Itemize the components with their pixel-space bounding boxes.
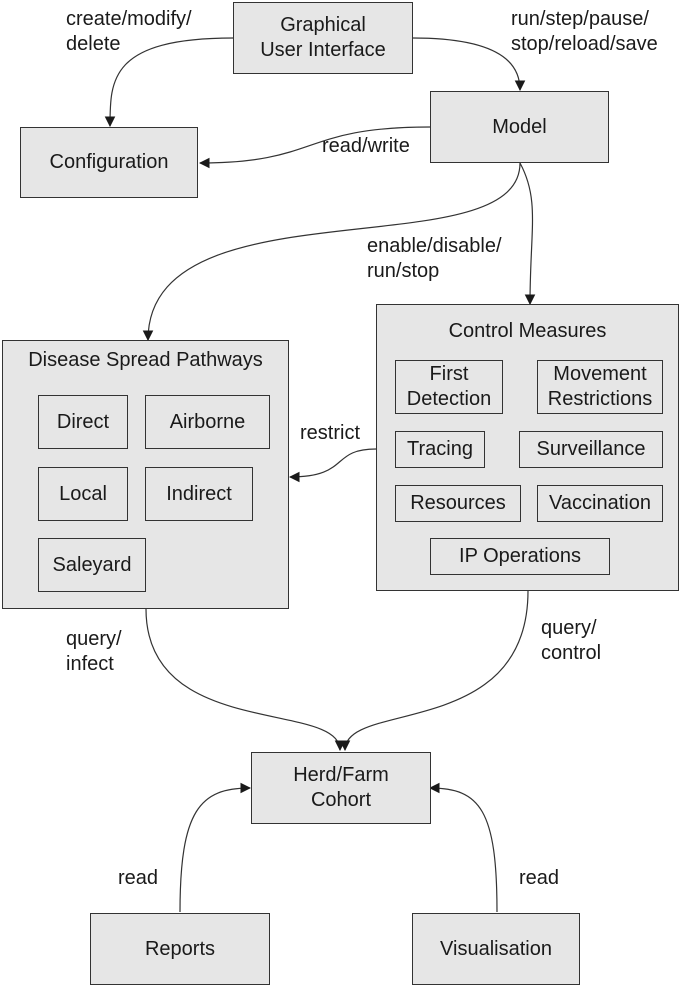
control-measures-node: Control Measures First Detection Movemen… — [376, 304, 679, 591]
measure-resources-label: Resources — [410, 492, 506, 514]
pathway-airborne: Airborne — [145, 395, 270, 449]
edge-model-to-control-measures — [519, 162, 536, 306]
label-query-control: query/ control — [541, 617, 602, 664]
measure-movement-restrictions-label: Movement Restrictions — [547, 363, 653, 410]
edge-reports-to-herd — [179, 782, 252, 913]
gui-node-label: Graphical User Interface — [260, 14, 386, 61]
pathway-local: Local — [38, 467, 128, 521]
disease-spread-pathways-node: Disease Spread Pathways Direct Airborne … — [2, 340, 289, 609]
herd-farm-cohort-node: Herd/Farm Cohort — [251, 752, 431, 824]
measure-vaccination-label: Vaccination — [549, 492, 651, 514]
edge-control-to-disease-spread — [288, 448, 377, 483]
disease-spread-pathways-title: Disease Spread Pathways — [28, 349, 263, 371]
measure-tracing: Tracing — [395, 431, 485, 468]
edge-disease-spread-to-herd — [145, 608, 346, 752]
pathway-local-label: Local — [59, 482, 107, 505]
measure-ip-operations-label: IP Operations — [459, 545, 581, 567]
pathway-saleyard: Saleyard — [38, 538, 146, 592]
measure-vaccination: Vaccination — [537, 485, 663, 522]
measure-resources: Resources — [395, 485, 521, 522]
measure-movement-restrictions: Movement Restrictions — [537, 360, 663, 414]
label-read-reports: read — [118, 867, 159, 889]
measure-first-detection-label: First Detection — [406, 363, 492, 410]
label-enable-disable: enable/disable/ run/stop — [367, 235, 502, 282]
model-node: Model — [430, 91, 609, 163]
edge-model-to-disease-spread — [142, 162, 521, 342]
label-query-infect: query/ infect — [66, 628, 122, 675]
edge-gui-to-model — [412, 37, 526, 92]
edge-gui-to-configuration — [104, 37, 234, 128]
pathway-indirect: Indirect — [145, 467, 253, 521]
edge-model-to-configuration — [198, 126, 431, 169]
label-read-visualisation: read — [519, 867, 560, 889]
reports-node: Reports — [90, 913, 270, 985]
label-read-write: read/write — [322, 135, 410, 157]
reports-node-label: Reports — [144, 937, 216, 960]
herd-farm-cohort-label: Herd/Farm Cohort — [293, 764, 389, 811]
pathway-indirect-label: Indirect — [166, 482, 232, 505]
measure-ip-operations: IP Operations — [430, 538, 610, 575]
label-run-step-pause: run/step/pause/ stop/reload/save — [511, 8, 658, 55]
pathway-saleyard-label: Saleyard — [52, 553, 132, 576]
measure-tracing-label: Tracing — [407, 438, 473, 460]
edge-control-to-herd — [339, 590, 529, 752]
model-node-label: Model — [492, 115, 547, 138]
gui-node: Graphical User Interface — [233, 2, 413, 74]
pathway-direct-label: Direct — [56, 410, 110, 433]
control-measures-title: Control Measures — [448, 320, 607, 342]
pathway-direct: Direct — [38, 395, 128, 449]
measure-surveillance: Surveillance — [519, 431, 663, 468]
visualisation-node-label: Visualisation — [440, 937, 552, 960]
edge-visualisation-to-herd — [428, 782, 498, 913]
measure-first-detection: First Detection — [395, 360, 503, 414]
label-create-modify-delete: create/modify/ delete — [66, 8, 192, 55]
pathway-airborne-label: Airborne — [169, 410, 246, 433]
configuration-node: Configuration — [20, 127, 198, 198]
label-restrict: restrict — [300, 422, 360, 444]
measure-surveillance-label: Surveillance — [536, 438, 646, 460]
configuration-node-label: Configuration — [49, 151, 169, 173]
visualisation-node: Visualisation — [412, 913, 580, 985]
